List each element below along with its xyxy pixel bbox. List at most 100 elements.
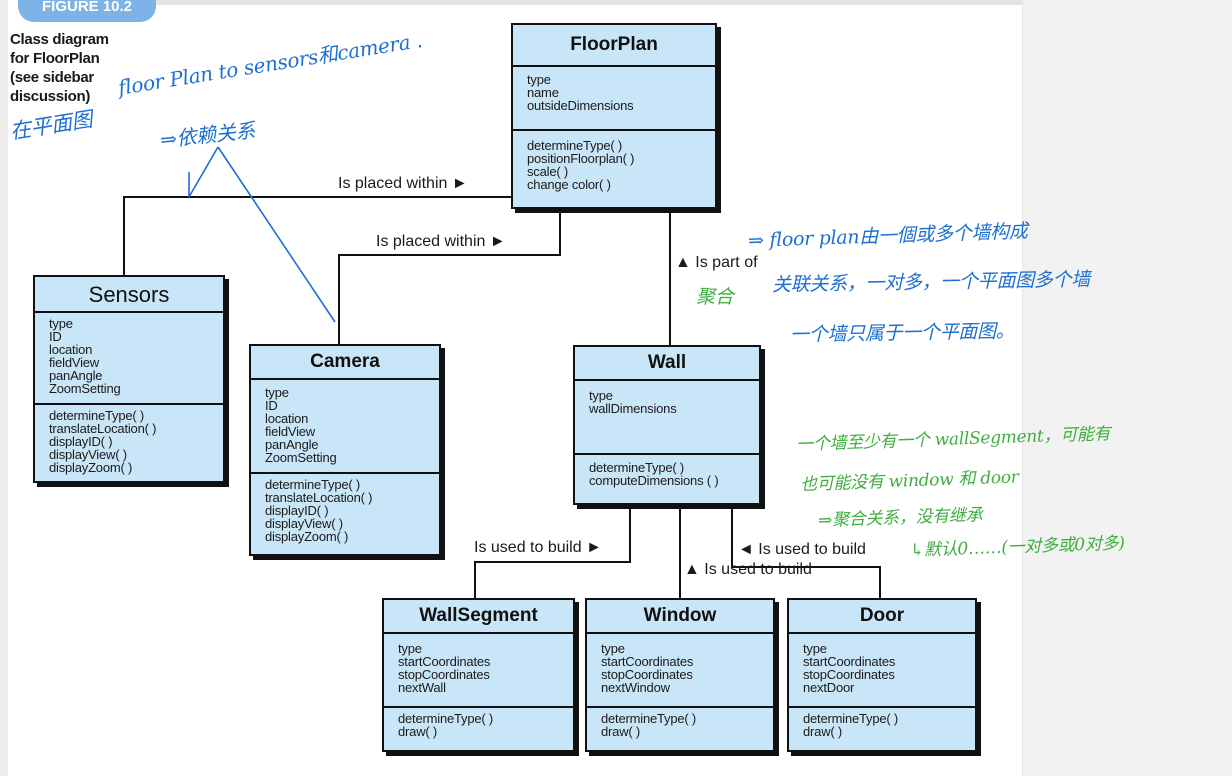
attribute: ID: [265, 398, 278, 413]
operation: scale( ): [527, 164, 569, 179]
handwritten-pointer-sensors: [188, 146, 219, 198]
class-wallsegment: WallSegment type startCoordinates stopCo…: [382, 598, 575, 752]
attribute: type: [601, 641, 625, 656]
top-strip: [150, 0, 1022, 5]
operation-list: determineType( ) positionFloorplan( ) sc…: [513, 131, 715, 191]
operation: translateLocation( ): [265, 490, 373, 505]
connector-sensors-floorplan: [123, 196, 512, 276]
handwritten-pointer-camera: [217, 146, 336, 323]
operation-list: determineType( ) draw( ): [587, 708, 773, 738]
operation: computeDimensions ( ): [589, 473, 719, 488]
relation-window-build: ▲ Is used to build: [684, 561, 812, 578]
operation: displayZoom( ): [49, 460, 133, 475]
operation: positionFloorplan( ): [527, 151, 635, 166]
class-window: Window type startCoordinates stopCoordin…: [585, 598, 775, 752]
attribute-list: type ID location fieldView panAngle Zoom…: [35, 313, 223, 405]
figure-caption: Class diagram for FloorPlan (see sidebar…: [10, 30, 160, 106]
attribute: nextWindow: [601, 680, 670, 695]
caption-line: discussion): [10, 88, 91, 105]
attribute-list: type ID location fieldView panAngle Zoom…: [251, 380, 439, 474]
class-sensors: Sensors type ID location fieldView panAn…: [33, 275, 225, 483]
operation: draw( ): [601, 724, 641, 739]
attribute: type: [589, 388, 613, 403]
operation: displayView( ): [49, 447, 127, 462]
attribute: location: [49, 342, 93, 357]
attribute: name: [527, 85, 559, 100]
operation: determineType( ): [398, 711, 494, 726]
connector-wall-door: [731, 505, 881, 600]
class-name: Door: [789, 600, 975, 634]
relation-door-build: ◄ Is used to build: [738, 541, 866, 558]
class-camera: Camera type ID location fieldView panAng…: [249, 344, 441, 556]
class-wall: Wall type wallDimensions determineType( …: [573, 345, 761, 505]
attribute: fieldView: [265, 424, 315, 439]
operation-list: determineType( ) draw( ): [384, 708, 573, 738]
attribute: stopCoordinates: [803, 667, 895, 682]
operation: determineType( ): [589, 460, 685, 475]
operation: draw( ): [398, 724, 438, 739]
connector-camera-floorplan: [338, 208, 561, 345]
attribute: ID: [49, 329, 62, 344]
attribute: type: [527, 72, 551, 87]
attribute: location: [265, 411, 309, 426]
attribute: stopCoordinates: [601, 667, 693, 682]
left-margin-strip: [0, 0, 8, 776]
caption-line: (see sidebar: [10, 69, 94, 86]
attribute: type: [49, 316, 73, 331]
attribute: panAngle: [49, 368, 103, 383]
operation: displayID( ): [265, 503, 329, 518]
operation: change color( ): [527, 177, 611, 192]
class-name: Sensors: [35, 277, 223, 313]
attribute: fieldView: [49, 355, 99, 370]
class-name: Camera: [251, 346, 439, 380]
connector-wall-wallsegment: [474, 505, 631, 600]
attribute-list: type startCoordinates stopCoordinates ne…: [789, 634, 975, 708]
class-name: Wall: [575, 347, 759, 381]
operation-list: determineType( ) translateLocation( ) di…: [251, 474, 439, 543]
attribute-list: type name outsideDimensions: [513, 67, 715, 131]
handwritten-aggregation-label: 聚合: [696, 286, 734, 308]
operation: determineType( ): [803, 711, 899, 726]
attribute-list: type startCoordinates stopCoordinates ne…: [384, 634, 573, 708]
attribute: nextDoor: [803, 680, 855, 695]
operation: determineType( ): [49, 408, 145, 423]
figure-label: FIGURE 10.2: [18, 0, 156, 22]
operation: displayView( ): [265, 516, 343, 531]
right-margin-panel: [1022, 0, 1232, 776]
class-floorplan: FloorPlan type name outsideDimensions de…: [511, 23, 717, 209]
relation-wallsegment-build: Is used to build ►: [474, 539, 602, 556]
attribute: wallDimensions: [589, 401, 677, 416]
operation-list: determineType( ) computeDimensions ( ): [575, 455, 759, 487]
operation: translateLocation( ): [49, 421, 157, 436]
relation-sensors-placed: Is placed within ►: [338, 175, 468, 192]
class-name: FloorPlan: [513, 25, 715, 67]
operation: draw( ): [803, 724, 843, 739]
attribute: panAngle: [265, 437, 319, 452]
attribute: ZoomSetting: [265, 450, 337, 465]
attribute: startCoordinates: [803, 654, 896, 669]
operation-list: determineType( ) draw( ): [789, 708, 975, 738]
operation: displayID( ): [49, 434, 113, 449]
relation-camera-placed: Is placed within ►: [376, 233, 506, 250]
attribute: type: [803, 641, 827, 656]
operation: determineType( ): [527, 138, 623, 153]
relation-wall-part-of: ▲ Is part of: [675, 254, 758, 271]
handwritten-note-wall-3: 一个墙只属于一个平面图。: [789, 320, 1015, 346]
class-name: Window: [587, 600, 773, 634]
operation: determineType( ): [265, 477, 361, 492]
attribute: outsideDimensions: [527, 98, 634, 113]
operation-list: determineType( ) translateLocation( ) di…: [35, 405, 223, 474]
operation: displayZoom( ): [265, 529, 349, 544]
operation: determineType( ): [601, 711, 697, 726]
attribute: ZoomSetting: [49, 381, 121, 396]
attribute: stopCoordinates: [398, 667, 490, 682]
attribute: nextWall: [398, 680, 446, 695]
attribute-list: type wallDimensions: [575, 381, 759, 455]
attribute: type: [265, 385, 289, 400]
class-door: Door type startCoordinates stopCoordinat…: [787, 598, 977, 752]
attribute: type: [398, 641, 422, 656]
class-name: WallSegment: [384, 600, 573, 634]
caption-line: Class diagram: [10, 31, 109, 48]
caption-line: for FloorPlan: [10, 50, 100, 67]
attribute: startCoordinates: [601, 654, 694, 669]
